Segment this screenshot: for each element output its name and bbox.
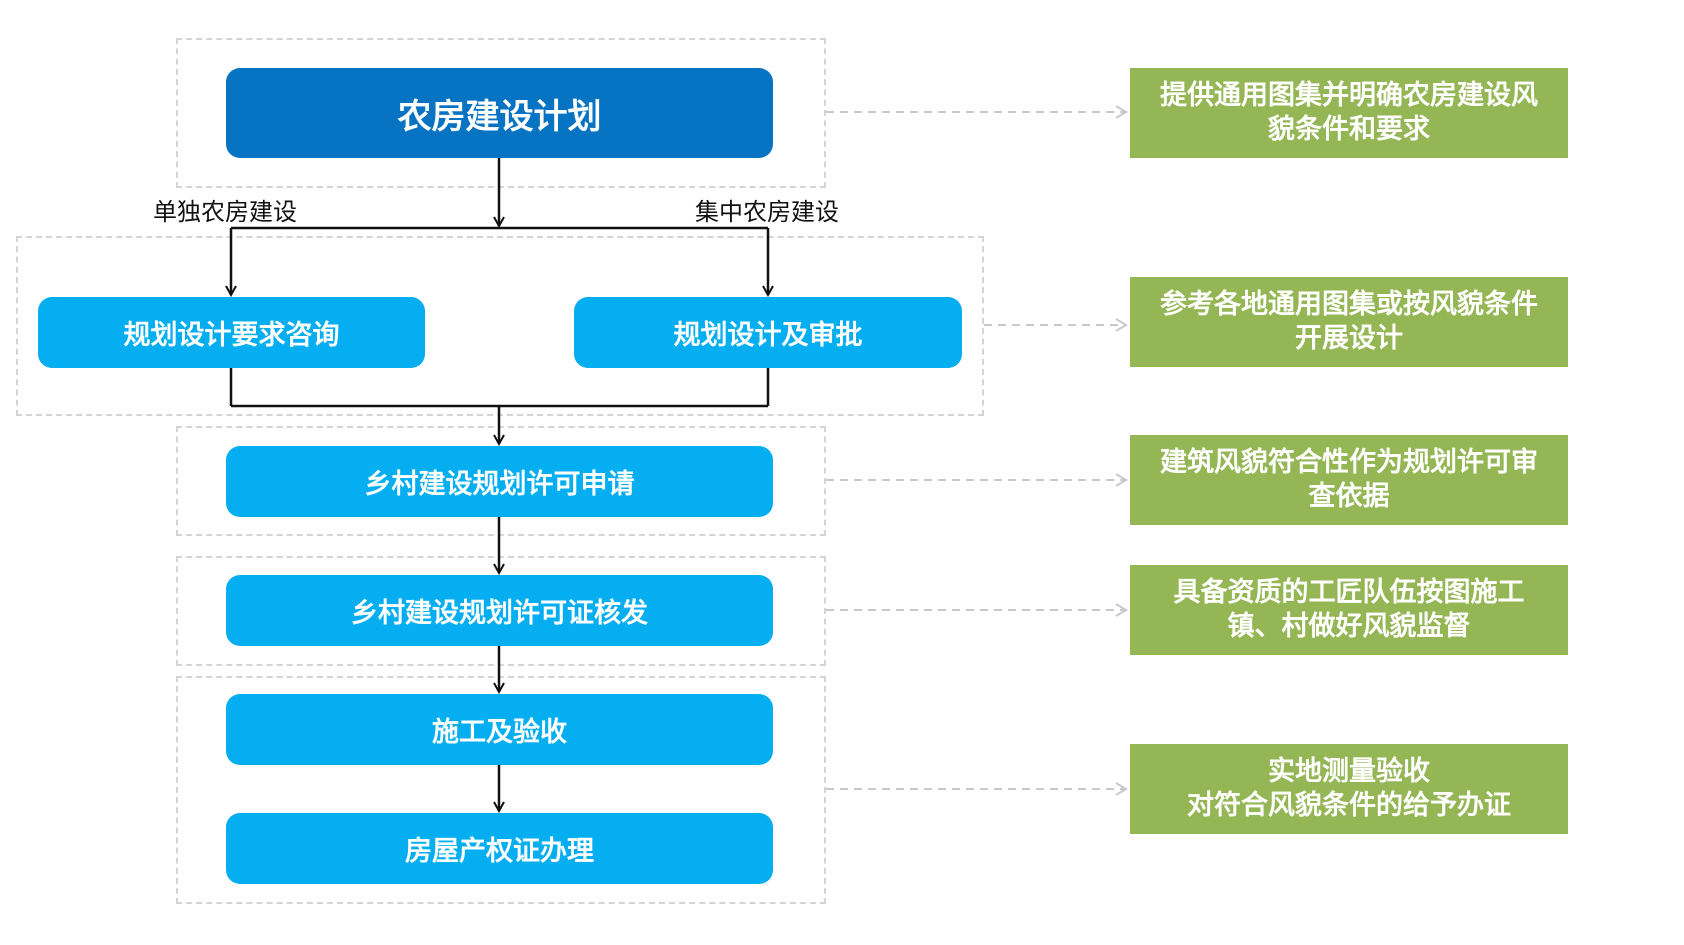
node-rural-housing-plan: 农房建设计划: [226, 68, 773, 158]
label-centralized-construction: 集中农房建设: [695, 198, 839, 226]
frame-construction-certificate: [176, 676, 826, 904]
note-acceptance-certification: 实地测量验收 对符合风貌条件的给予办证: [1130, 744, 1568, 834]
node-planning-consultation: 规划设计要求咨询: [38, 297, 425, 368]
node-construction-acceptance: 施工及验收: [226, 694, 773, 765]
label-individual-construction: 单独农房建设: [153, 198, 297, 226]
node-property-certificate: 房屋产权证办理: [226, 813, 773, 884]
frame-permit-issuance: [176, 556, 826, 666]
frame-permit-application: [176, 426, 826, 536]
note-permit-review-basis: 建筑风貌符合性作为规划许可审 查依据: [1130, 435, 1568, 525]
node-planning-design-approval: 规划设计及审批: [574, 297, 962, 368]
frame-plan: [176, 38, 826, 188]
note-construction-supervision: 具备资质的工匠队伍按图施工 镇、村做好风貌监督: [1130, 565, 1568, 655]
note-design-guidelines: 提供通用图集并明确农房建设风 貌条件和要求: [1130, 68, 1568, 158]
node-permit-application: 乡村建设规划许可申请: [226, 446, 773, 517]
node-permit-issuance: 乡村建设规划许可证核发: [226, 575, 773, 646]
note-design-reference: 参考各地通用图集或按风貌条件 开展设计: [1130, 277, 1568, 367]
